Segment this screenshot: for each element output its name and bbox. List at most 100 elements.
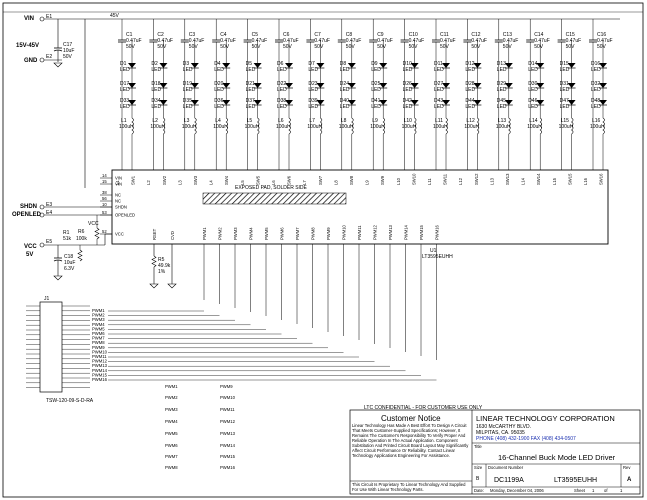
r5-resistor: R5 49.9k 1% xyxy=(149,244,177,289)
inductor-value: 100uH xyxy=(433,124,448,130)
ic-top-pin-label: L5 xyxy=(240,180,245,185)
ic-left-pin-number: 10 xyxy=(102,202,107,207)
pwm-net-label: PWM13 xyxy=(220,431,236,436)
ic-top-pin-label: SW6 xyxy=(287,175,292,185)
shdn-label: SHDN xyxy=(20,204,37,210)
inductor-coil xyxy=(131,117,134,135)
inductor-ref: L12 xyxy=(466,118,475,124)
ic-left-pin-name: OPENLED xyxy=(115,213,135,218)
cap-value: 0.47uF xyxy=(377,38,393,44)
r5-value: 49.9k xyxy=(158,263,171,269)
led-ref: D47 xyxy=(560,98,569,104)
cap-volt: 50V xyxy=(252,44,262,50)
date-label: Date: xyxy=(474,488,484,493)
led-label: LED xyxy=(497,87,507,93)
j1-pwm-label: PWM7 xyxy=(92,336,105,341)
led-ref: D10 xyxy=(403,61,412,67)
pwm-net-label: PWM4 xyxy=(165,419,178,424)
ic-part: LT3595EUHH xyxy=(422,254,453,260)
ic-top-pin-label: L11 xyxy=(427,178,432,185)
inductor-coil xyxy=(288,117,291,135)
ic-pwm-pin-label: PWM13 xyxy=(388,224,393,240)
cap-ref: C9 xyxy=(377,32,384,38)
ic-pwm-pin-label: PWM16 xyxy=(435,224,440,240)
inductor-value: 100uH xyxy=(527,124,542,130)
led-label: LED xyxy=(308,104,318,110)
led-label: LED xyxy=(528,87,538,93)
ic-left-pin-name: VCC xyxy=(115,232,124,237)
led-ref: D13 xyxy=(497,61,506,67)
led-ref: D26 xyxy=(403,81,412,87)
cap-ref: C1 xyxy=(126,32,133,38)
led-label: LED xyxy=(340,87,350,93)
drawing-title: 16-Channel Buck Mode LED Driver xyxy=(498,453,616,462)
inductor-coil xyxy=(571,117,574,135)
e5-label: E5 xyxy=(46,239,52,245)
cap-volt: 50V xyxy=(440,44,450,50)
e1-label: E1 xyxy=(46,14,52,20)
ic-top-pin-label: SW10 xyxy=(411,173,416,185)
ic-pwm-pin-label: PWM11 xyxy=(357,225,362,240)
led-ref: D22 xyxy=(277,81,286,87)
inductor-value: 100uH xyxy=(150,124,165,130)
led-ref: D6 xyxy=(277,61,284,67)
notice-footer: This Circuit Is Proprietary To Linear Te… xyxy=(352,482,466,492)
inductor-ref: L10 xyxy=(404,118,413,124)
led-label: LED xyxy=(151,67,161,73)
led-ref: D7 xyxy=(308,61,315,67)
inductor-value: 100uH xyxy=(307,124,322,130)
j1-pwm-label: PWM5 xyxy=(92,326,105,331)
ic-pwm-pin-label: PWM10 xyxy=(342,224,347,240)
cap-volt: 50V xyxy=(314,44,324,50)
led-ref: D15 xyxy=(560,61,569,67)
ic-pwm-pin-label: PWM9 xyxy=(326,227,331,240)
ic-left-pin-number: 52 xyxy=(102,229,107,234)
led-label: LED xyxy=(591,104,601,110)
led-ref: D4 xyxy=(214,61,221,67)
j1-pwm-label: PWM6 xyxy=(92,331,105,336)
pwm-net-label: PWM6 xyxy=(165,443,178,448)
date-value: Monday, December 04, 2006 xyxy=(490,488,544,493)
led-ref: D39 xyxy=(308,98,317,104)
led-ref: D34 xyxy=(151,98,160,104)
led-label: LED xyxy=(465,67,475,73)
ic-left-pin-name: VIN xyxy=(115,176,122,181)
led-ref: D8 xyxy=(340,61,347,67)
ic-left-pin-number: 56 xyxy=(102,196,107,201)
cap-volt: 50V xyxy=(471,44,481,50)
pad-note: EXPOSED PAD, SOLDER SIDE xyxy=(235,185,308,191)
led-label: LED xyxy=(560,87,570,93)
inductor-coil xyxy=(225,117,228,135)
led-ref: D2 xyxy=(151,61,158,67)
inductor-coil xyxy=(382,117,385,135)
ic-left-pin-name: NC xyxy=(115,193,121,198)
of-label: of xyxy=(604,488,608,493)
cap-volt: 50V xyxy=(346,44,356,50)
r6-ref: R6 xyxy=(78,229,85,235)
cap-ref: C16 xyxy=(597,32,606,38)
inductor-coil xyxy=(476,117,480,135)
led-label: LED xyxy=(434,87,444,93)
ic-left-pin-number: 15 xyxy=(102,179,107,184)
led-label: LED xyxy=(246,67,256,73)
ic-top-pin-label: L9 xyxy=(365,180,370,185)
inductor-coil xyxy=(351,117,354,135)
inductor-coil xyxy=(257,117,260,135)
inductor-coil xyxy=(508,117,511,135)
connector-j1: J1 TSW-120-09-S-D-RA PWM1PWM2PWM3PWM4PWM… xyxy=(26,296,437,470)
c17-value: 10uF xyxy=(63,48,74,54)
led-ref: D24 xyxy=(340,81,349,87)
confidential-note: LTC CONFIDENTIAL - FOR CUSTOMER USE ONLY xyxy=(364,405,483,411)
led-label: LED xyxy=(120,67,130,73)
led-ref: D16 xyxy=(591,61,600,67)
r5-tol: 1% xyxy=(158,269,166,275)
j1-pwm-label: PWM2 xyxy=(92,313,105,318)
led-label: LED xyxy=(151,87,161,93)
gnd-label: GND xyxy=(24,58,38,64)
cap-value: 0.47uF xyxy=(126,38,142,44)
ic-left-pin-number: 53 xyxy=(102,210,107,215)
cap-ref: C14 xyxy=(534,32,543,38)
inductor-ref: L2 xyxy=(152,118,158,124)
ic-pwm-pin-label: PWM12 xyxy=(373,224,378,240)
